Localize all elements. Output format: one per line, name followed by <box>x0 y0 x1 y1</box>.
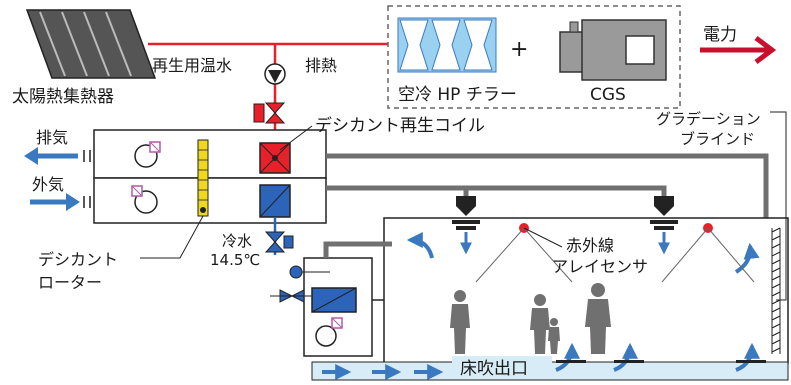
person-icon <box>585 283 611 354</box>
ceiling-diffuser-icon <box>650 220 678 230</box>
regen-coil-icon <box>259 142 291 174</box>
ir-sensor-label-line2: アレイセンサ <box>552 257 648 276</box>
floor-outlet-label-box <box>452 356 552 378</box>
cooling-coil-icon <box>259 184 291 218</box>
gradation-blind-icon <box>771 227 781 354</box>
exhaust-arrow-icon <box>24 147 78 165</box>
cgs-label: CGS <box>590 85 626 105</box>
regen-hot-water-label: 再生用温水 <box>152 56 232 75</box>
power-label: 電力 <box>703 25 737 45</box>
regen-coil-label: デシカント再生コイル <box>315 115 485 136</box>
ir-sensor-icon <box>661 223 755 283</box>
blind-label-line2: ブラインド <box>680 130 755 148</box>
rotor-leader <box>140 215 204 259</box>
fcu-pump-icon <box>289 265 330 279</box>
chiller-icon <box>397 17 497 73</box>
cold-water-valve-icon <box>264 231 294 253</box>
exhaust-air-label: 排気 <box>36 128 68 147</box>
chiller-label: 空冷 HP チラー <box>398 85 517 105</box>
ir-sensor-leader <box>523 227 563 248</box>
supply-air-arrow-icon <box>460 232 670 255</box>
heat-source-box <box>387 5 681 109</box>
regen-coil-leader <box>279 125 313 151</box>
return-air-arrow-icon <box>406 232 434 259</box>
outdoor-air-label: 外気 <box>32 175 64 194</box>
desiccant-rotor-icon <box>197 139 209 217</box>
person-icon <box>530 294 550 354</box>
ceiling-diffuser-icon <box>452 220 480 230</box>
cgs-icon <box>559 19 667 81</box>
power-arrow-icon <box>700 36 777 64</box>
person-icon <box>450 290 470 354</box>
floor-outlet-grille <box>556 360 766 363</box>
cold-water-label: 冷水 <box>222 232 252 250</box>
solar-collector <box>25 9 157 79</box>
supply-fan-icon <box>131 185 158 214</box>
exhaust-heat-label: 排熱 <box>305 56 337 75</box>
blind-leader <box>770 111 787 301</box>
window-air-arrow-icon <box>734 242 760 274</box>
ceiling-damper-icon <box>654 196 674 216</box>
control-valve-icon <box>253 102 286 124</box>
fcu-valve-icon <box>270 289 312 303</box>
ceiling-damper-icon <box>456 196 476 216</box>
rotor-label-line2: ローター <box>38 273 102 292</box>
exhaust-fan-icon <box>134 141 161 168</box>
pump-icon <box>264 63 286 85</box>
plus-sign: + <box>510 37 528 62</box>
outdoor-air-arrow-icon <box>30 193 80 211</box>
solar-collector-label: 太陽熱集熱器 <box>12 87 114 107</box>
cold-water-temp: 14.5℃ <box>210 251 260 269</box>
floor-outlet-label: 床吹出口 <box>460 359 528 379</box>
ir-sensor-label-line1: 赤外線 <box>566 236 614 255</box>
person-icon <box>548 318 560 354</box>
fan-coil-unit <box>303 241 392 357</box>
rotor-label-line1: デシカント <box>38 250 118 269</box>
blind-label-line1: グラデーション <box>656 110 761 128</box>
